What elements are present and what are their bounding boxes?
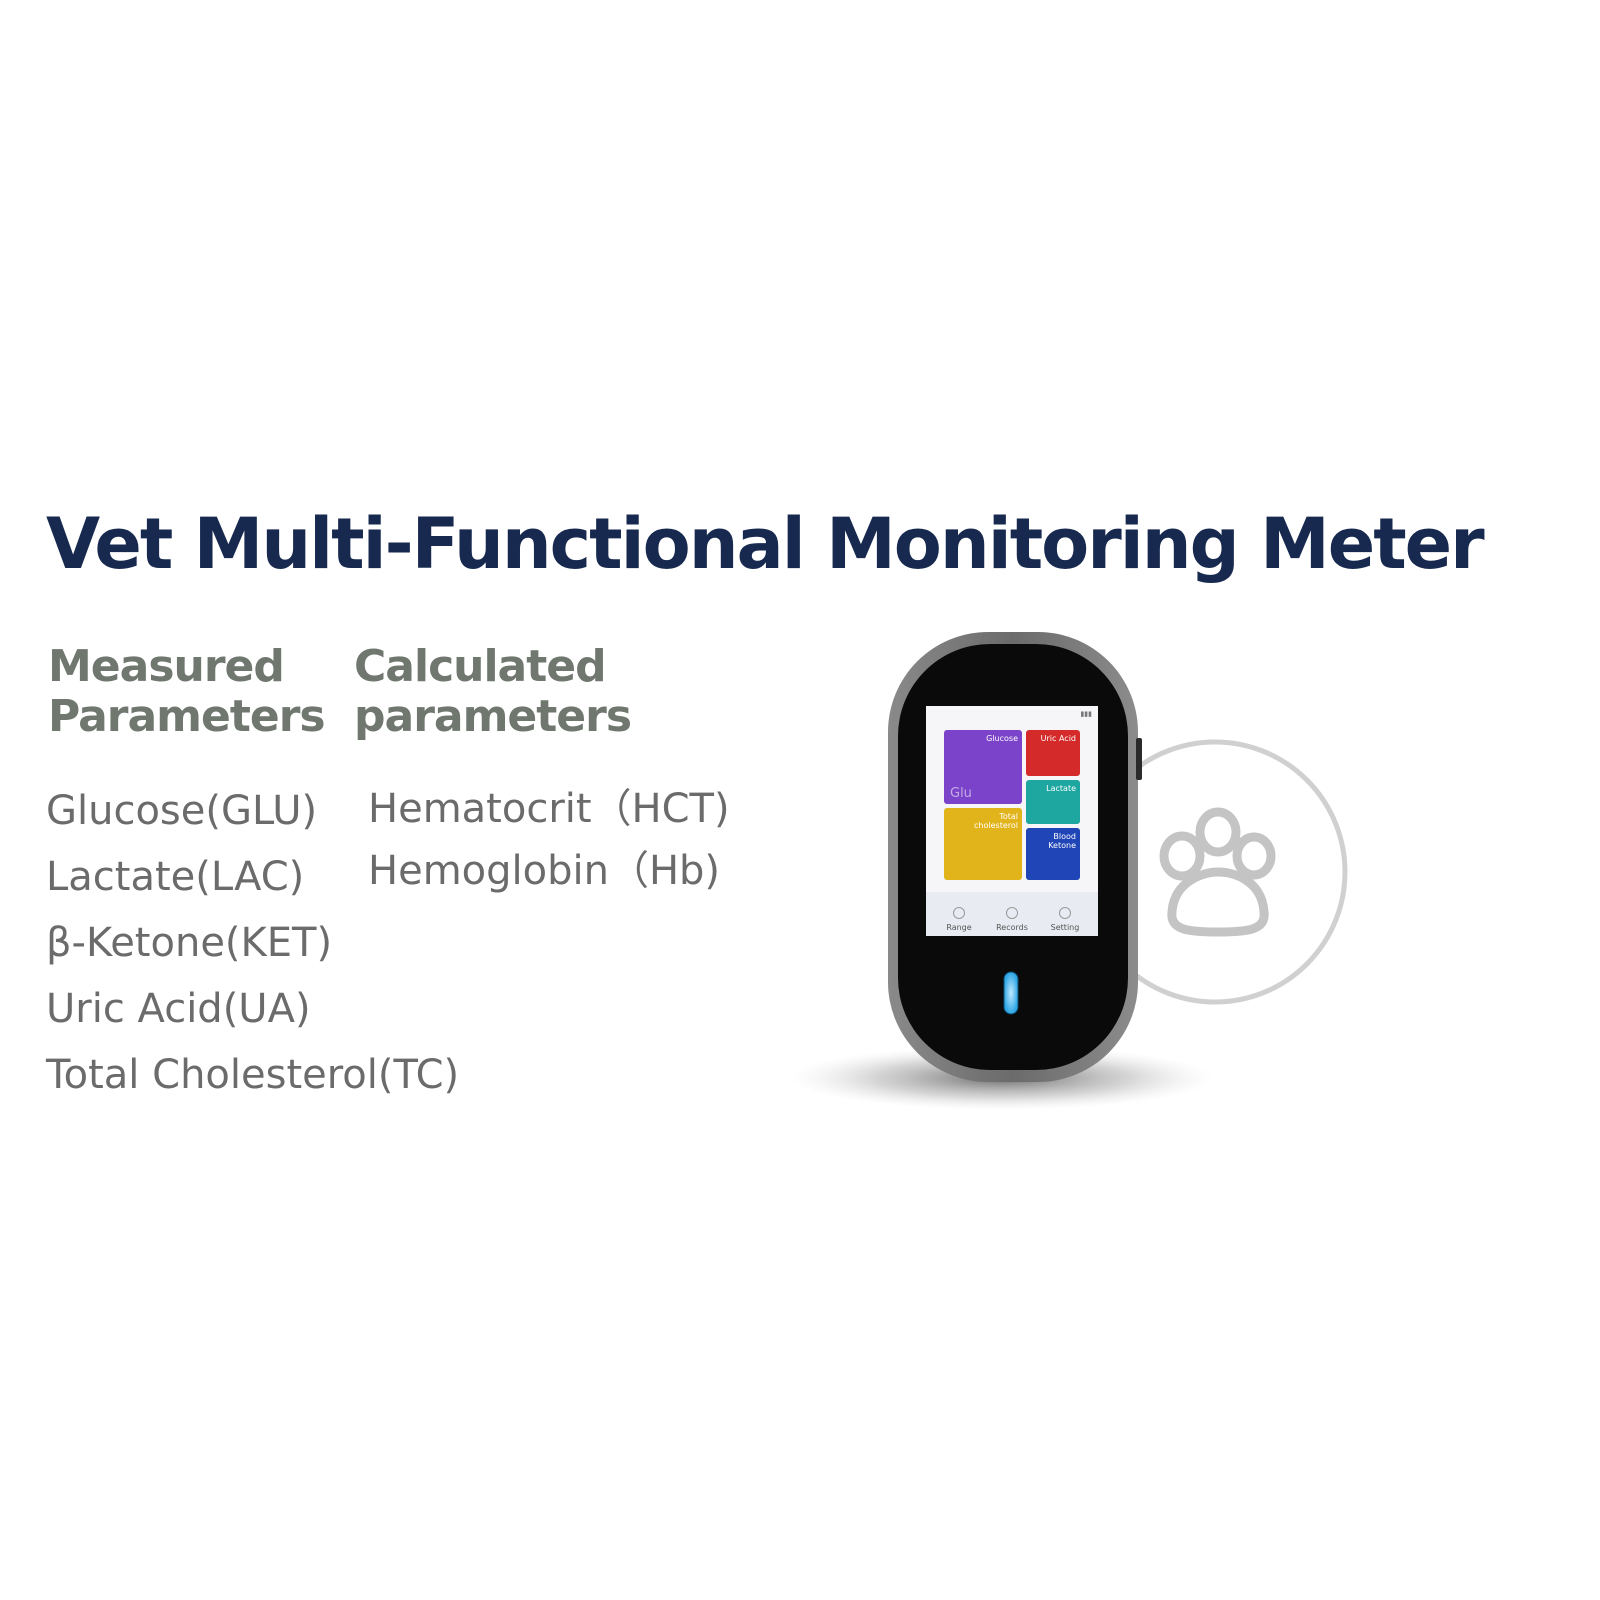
lactate-tile[interactable]: Lactate	[1026, 780, 1080, 824]
list-item: Uric Acid(UA)	[46, 986, 311, 1032]
lactate-tile-label: Lactate	[1046, 784, 1076, 793]
calculated-heading-line2: parameters	[354, 691, 632, 742]
indicator-light	[1003, 971, 1019, 1015]
blood-ketone-tile[interactable]: Blood Ketone	[1026, 828, 1080, 880]
meter-device-image: ▮▮▮ Glucose Glu Uric Acid Lactate Total …	[790, 620, 1390, 1140]
list-item: Glucose(GLU)	[46, 788, 318, 834]
list-item: Hematocrit（HCT)	[368, 786, 730, 832]
calculated-parameters-list: Hematocrit（HCT) Hemoglobin（Hb)	[368, 778, 730, 902]
uric-acid-tile-label: Uric Acid	[1040, 734, 1076, 743]
list-item: Hemoglobin（Hb)	[368, 848, 721, 894]
records-icon	[1006, 907, 1018, 919]
list-item: Lactate(LAC)	[46, 854, 305, 900]
page-title: Vet Multi-Functional Monitoring Meter	[46, 503, 1485, 585]
total-cholesterol-label-line1: Total	[999, 812, 1018, 821]
glucose-tile-abbr: Glu	[950, 786, 972, 801]
calculated-parameters-heading: Calculated parameters	[354, 641, 632, 742]
gear-icon	[1059, 907, 1071, 919]
total-cholesterol-tile[interactable]: Total cholesterol	[944, 808, 1022, 880]
measured-parameters-list: Glucose(GLU) Lactate(LAC) β-Ketone(KET) …	[46, 778, 459, 1108]
nav-setting[interactable]: Setting	[1038, 907, 1092, 932]
screen-bottom-nav: Range Records Setting	[926, 892, 1098, 936]
device-screen: ▮▮▮ Glucose Glu Uric Acid Lactate Total …	[926, 706, 1098, 936]
nav-range[interactable]: Range	[932, 907, 986, 932]
blood-ketone-label-line1: Blood	[1053, 832, 1076, 841]
list-item: Total Cholesterol(TC)	[46, 1052, 460, 1098]
total-cholesterol-tile-label: Total cholesterol	[974, 812, 1018, 830]
nav-setting-label: Setting	[1050, 923, 1080, 932]
range-icon	[953, 907, 965, 919]
screen-status-bar: ▮▮▮	[926, 706, 1098, 724]
side-button	[1136, 738, 1142, 780]
list-item: β-Ketone(KET)	[46, 920, 333, 966]
uric-acid-tile[interactable]: Uric Acid	[1026, 730, 1080, 776]
measured-parameters-heading: Measured Parameters	[48, 641, 326, 742]
total-cholesterol-label-line2: cholesterol	[974, 821, 1018, 830]
measured-heading-line2: Parameters	[48, 691, 326, 742]
nav-records[interactable]: Records	[985, 907, 1039, 932]
measured-heading-line1: Measured	[48, 641, 285, 692]
blood-ketone-tile-label: Blood Ketone	[1048, 832, 1076, 850]
nav-range-label: Range	[946, 923, 972, 932]
nav-records-label: Records	[996, 923, 1028, 932]
paw-print-icon	[1159, 807, 1276, 937]
calculated-heading-line1: Calculated	[354, 641, 607, 692]
blood-ketone-label-line2: Ketone	[1048, 841, 1076, 850]
glucose-tile[interactable]: Glucose Glu	[944, 730, 1022, 804]
battery-icon: ▮▮▮	[1080, 710, 1092, 718]
glucose-tile-label: Glucose	[986, 734, 1018, 743]
